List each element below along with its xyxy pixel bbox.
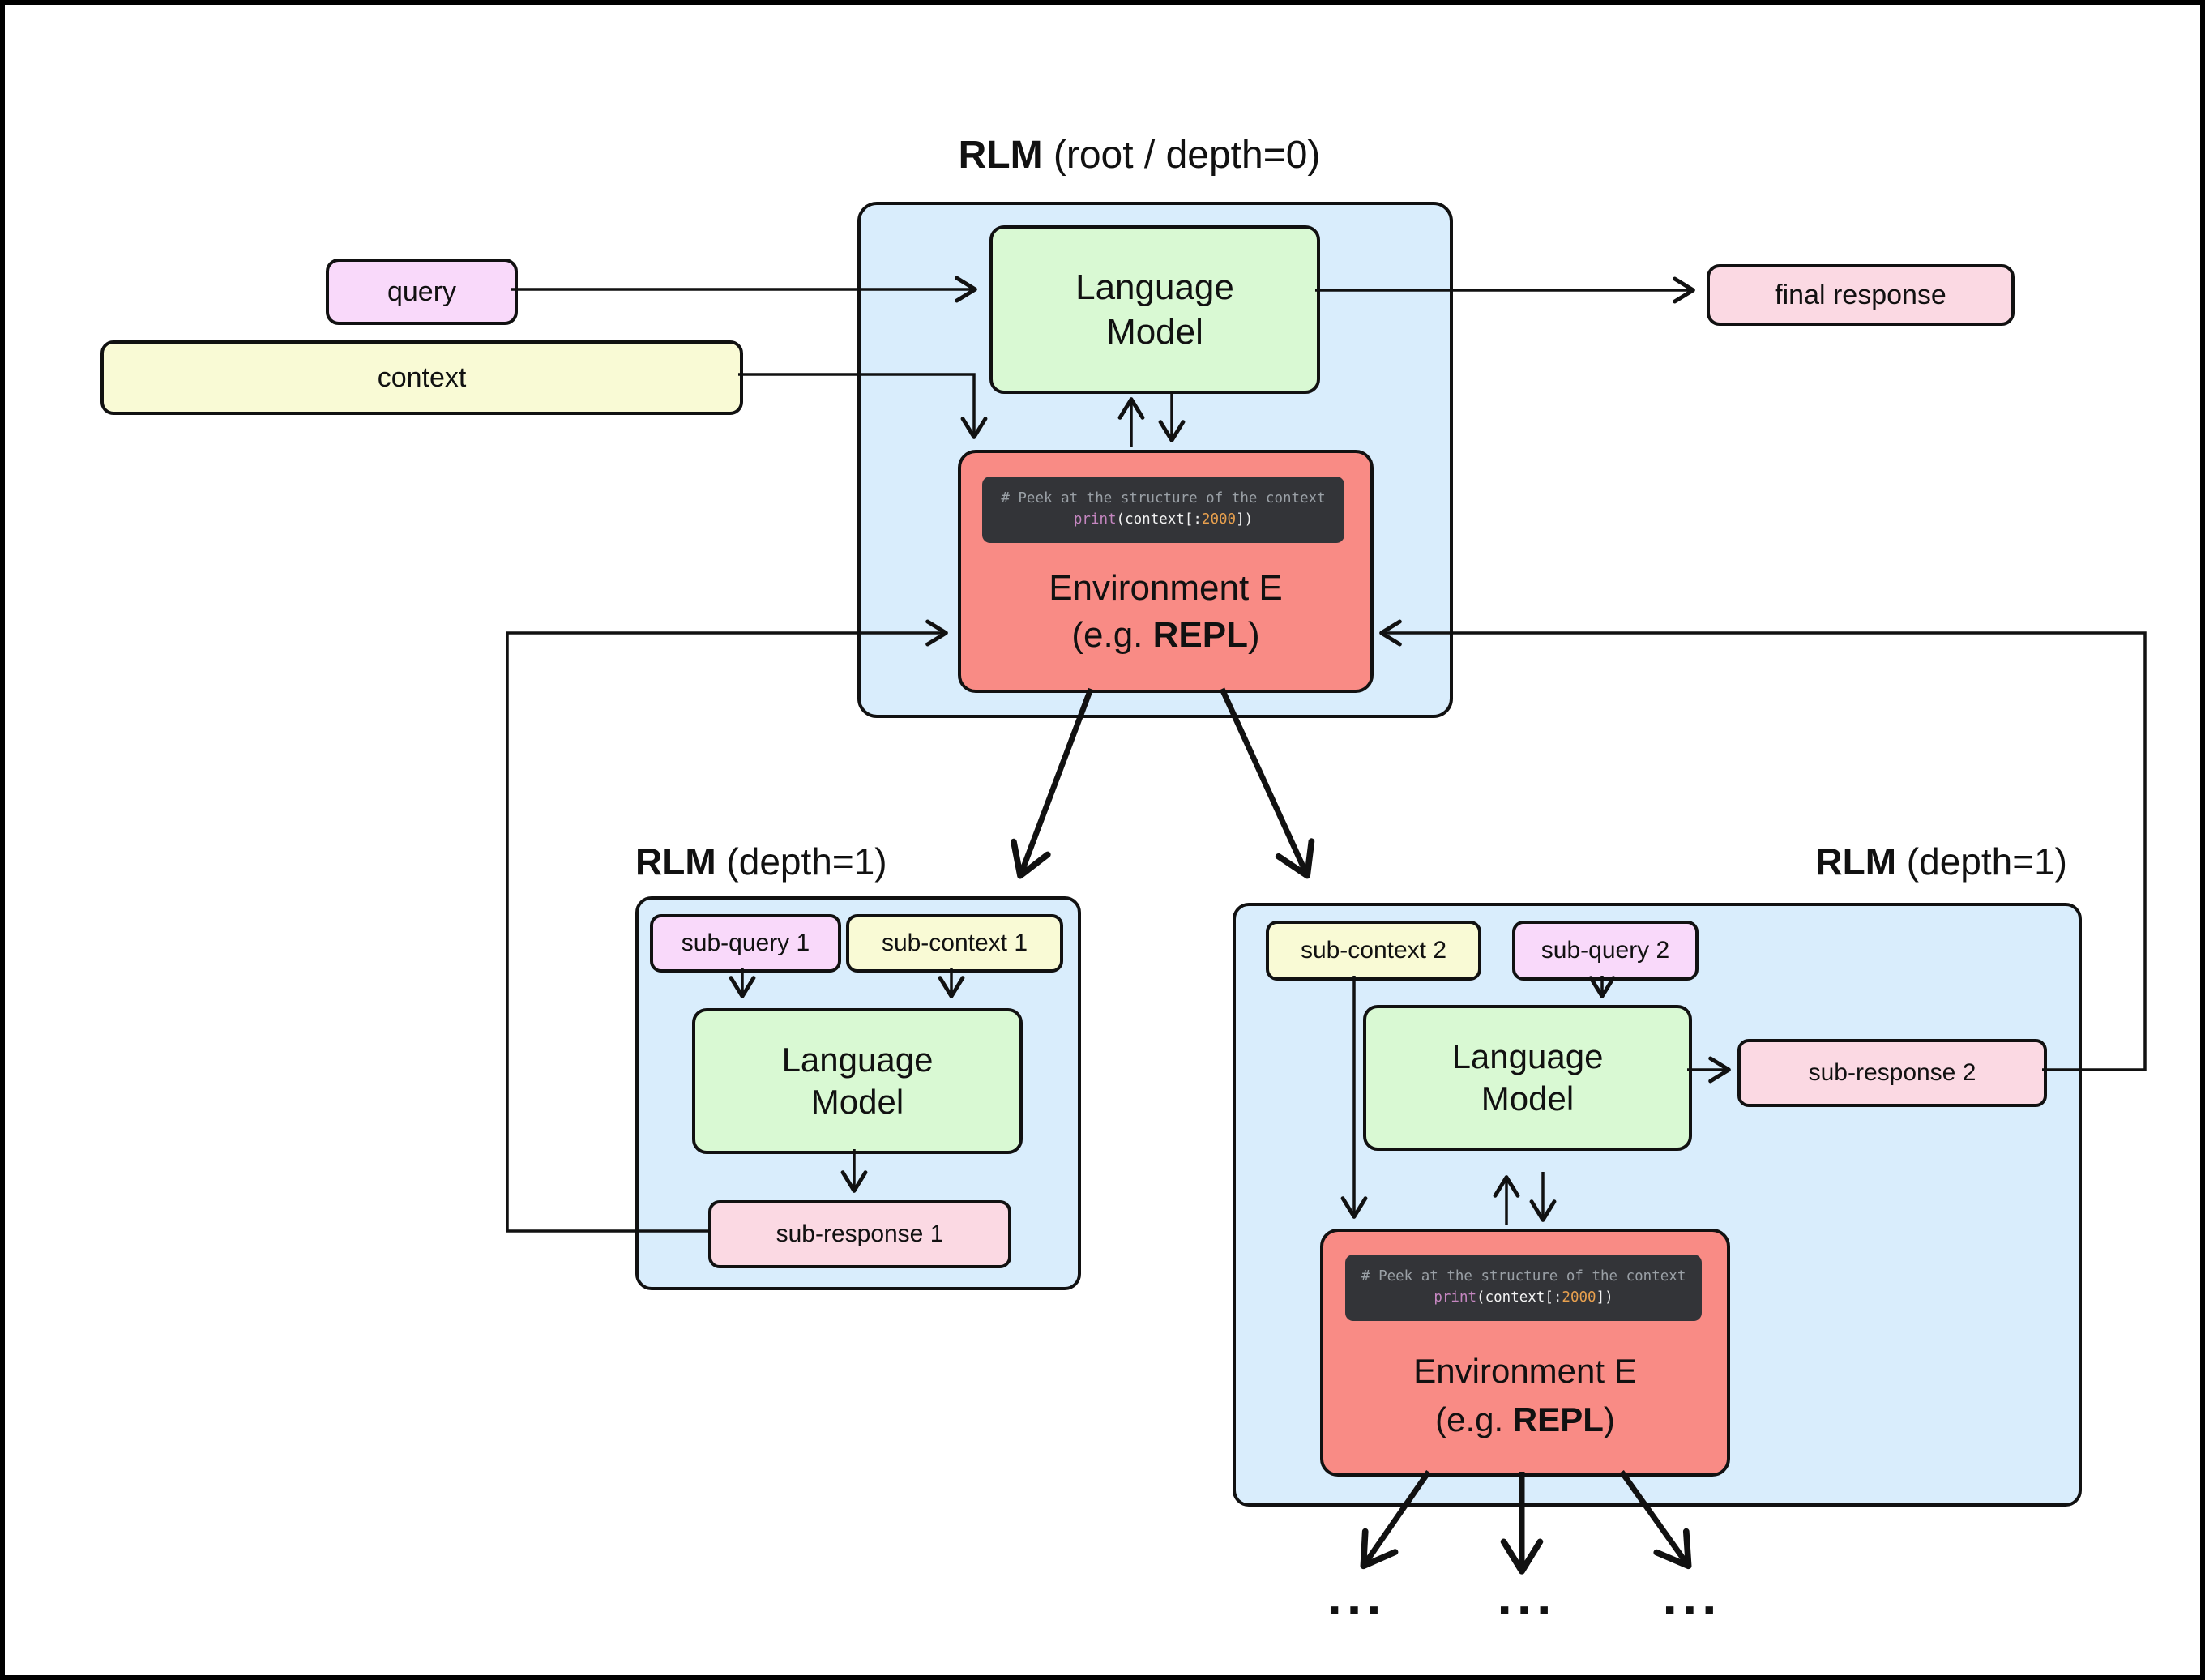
right-sub-query-pill: sub-query 2 xyxy=(1512,921,1699,981)
right-language-model: Language Model xyxy=(1363,1005,1692,1151)
recursion-ellipsis-3: ... xyxy=(1662,1566,1722,1626)
left-sub-context-label: sub-context 1 xyxy=(881,930,1028,956)
rlm-diagram: RLM (root / depth=0) Language Model # Pe… xyxy=(5,5,2200,1675)
context-label: context xyxy=(377,361,467,393)
right-sub-context-label: sub-context 2 xyxy=(1300,937,1447,964)
left-sub-response-pill: sub-response 1 xyxy=(708,1200,1011,1268)
left-sub-query-label: sub-query 1 xyxy=(681,930,810,956)
right-sub-query-label: sub-query 2 xyxy=(1541,937,1670,964)
root-environment: # Peek at the structure of the context p… xyxy=(958,450,1374,693)
right-environment-label: Environment E xyxy=(1413,1352,1637,1390)
root-language-model: Language Model xyxy=(989,225,1320,394)
left-title-rest: (depth=1) xyxy=(716,840,887,883)
right-title-rest: (depth=1) xyxy=(1896,840,2067,883)
code-comment-line: # Peek at the structure of the context xyxy=(1361,1268,1686,1285)
root-title: RLM (root / depth=0) xyxy=(815,133,1464,177)
right-language-model-label: Language Model xyxy=(1451,1037,1604,1118)
right-code-snippet: # Peek at the structure of the context p… xyxy=(1345,1255,1702,1321)
root-code-snippet: # Peek at the structure of the context p… xyxy=(982,477,1344,543)
root-title-bold: RLM xyxy=(958,134,1043,177)
query-pill: query xyxy=(326,259,518,325)
code-print-line: print(context[:2000]) xyxy=(1434,1289,1613,1306)
right-sub-response-pill: sub-response 2 xyxy=(1737,1039,2047,1107)
right-sub-context-pill: sub-context 2 xyxy=(1266,921,1481,981)
recursion-ellipsis-2: ... xyxy=(1497,1566,1557,1626)
root-environment-label: Environment E xyxy=(1049,568,1283,608)
left-cluster-title: RLM (depth=1) xyxy=(635,840,887,883)
right-environment-sublabel: (e.g. REPL) xyxy=(1435,1400,1615,1438)
left-title-bold: RLM xyxy=(635,840,716,883)
query-label: query xyxy=(387,276,457,307)
root-title-rest: (root / depth=0) xyxy=(1042,134,1321,177)
code-comment-line: # Peek at the structure of the context xyxy=(1001,490,1326,507)
left-language-model: Language Model xyxy=(692,1008,1023,1154)
root-language-model-label: Language Model xyxy=(1075,267,1234,352)
left-sub-response-label: sub-response 1 xyxy=(776,1220,944,1247)
final-response-pill: final response xyxy=(1707,264,2015,326)
recursion-ellipsis-1: ... xyxy=(1327,1566,1387,1626)
code-print-line: print(context[:2000]) xyxy=(1073,511,1254,528)
root-environment-sublabel: (e.g. REPL) xyxy=(1071,615,1260,655)
left-language-model-label: Language Model xyxy=(781,1040,934,1122)
right-cluster-title: RLM (depth=1) xyxy=(1743,840,2067,883)
context-pill: context xyxy=(100,340,743,415)
right-sub-response-label: sub-response 2 xyxy=(1808,1059,1976,1086)
left-sub-context-pill: sub-context 1 xyxy=(846,914,1063,973)
final-response-label: final response xyxy=(1775,279,1946,310)
right-title-bold: RLM xyxy=(1815,840,1897,883)
right-environment: # Peek at the structure of the context p… xyxy=(1320,1229,1730,1477)
left-sub-query-pill: sub-query 1 xyxy=(650,914,841,973)
